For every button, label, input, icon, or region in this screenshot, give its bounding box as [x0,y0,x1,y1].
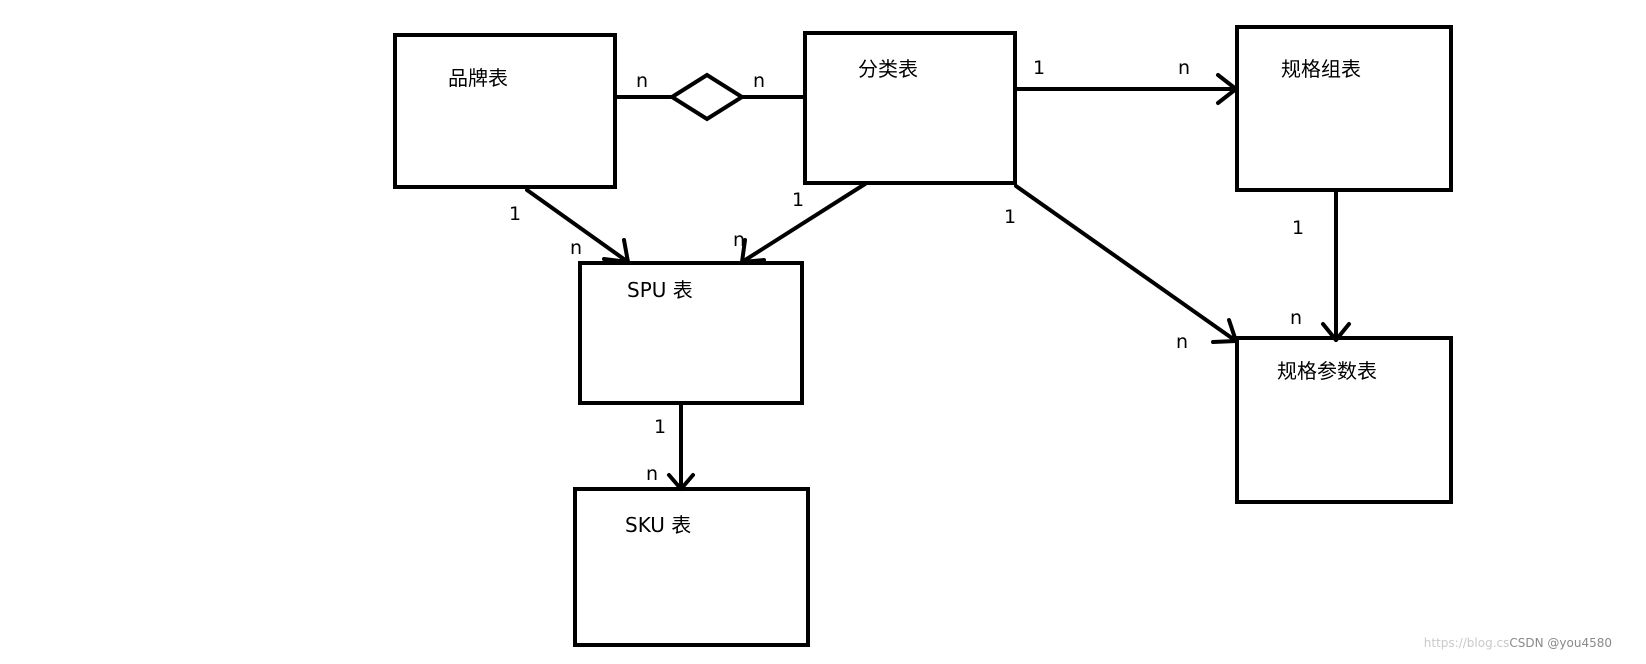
entity-spu: SPU 表 [578,261,804,405]
cardinality-category-spu-target: n [733,229,745,251]
relationship-diamond [668,72,746,122]
entity-brand: 品牌表 [393,33,617,189]
cardinality-category-specgroup-source: 1 [1033,57,1045,79]
relation-category-specparam-line [1014,184,1238,343]
cardinality-brand-category-left: n [636,70,648,92]
entity-spec-param: 规格参数表 [1235,336,1453,504]
entity-brand-box [393,33,617,189]
cardinality-brand-spu-target: n [570,237,582,259]
relation-category-specgroup: 1 n [1015,57,1238,105]
relation-brand-spu-line [525,188,630,264]
relation-category-spu: 1 n [733,182,867,264]
cardinality-brand-spu-source: 1 [509,203,521,225]
entity-spec-group-label: 规格组表 [1281,57,1361,81]
arrowhead-spu-from-brand [602,238,630,264]
watermark: https://blog.csCSDN @you4580 [1424,636,1612,650]
relation-brand-spu: 1 n [509,188,630,264]
entity-spu-label: SPU 表 [627,278,693,302]
cardinality-specgroup-specparam-source: 1 [1292,217,1304,239]
entity-spec-group-box [1235,25,1453,192]
cardinality-specgroup-specparam-target: n [1290,307,1302,329]
entity-spec-param-label: 规格参数表 [1277,359,1377,383]
cardinality-spu-sku-target: n [646,463,658,485]
cardinality-category-spu-source: 1 [792,189,804,211]
watermark-url: https://blog.cs [1423,636,1510,650]
arrowhead-sku [667,473,695,491]
entity-brand-label: 品牌表 [448,66,508,90]
arrowhead-spu-from-category [740,238,766,264]
entity-sku-label: SKU 表 [625,513,691,537]
relation-category-specparam: 1 n [1004,184,1238,353]
watermark-credit: CSDN @you4580 [1509,636,1612,650]
entity-category: 分类表 [803,31,1017,185]
cardinality-category-specparam-target: n [1176,331,1188,353]
relation-spu-sku: 1 n [646,403,695,491]
arrowhead-specparam-from-category [1211,318,1238,344]
entity-sku: SKU 表 [573,487,810,647]
entity-sku-box [573,487,810,647]
relation-category-spu-line [740,182,867,264]
cardinality-spu-sku-source: 1 [654,416,666,438]
arrowhead-specgroup [1216,73,1238,105]
entity-category-box [803,31,1017,185]
arrowhead-specparam-from-specgroup [1321,322,1351,342]
relation-brand-category: n n [615,70,805,122]
relation-specgroup-specparam: 1 n [1290,190,1351,342]
cardinality-category-specgroup-target: n [1178,57,1190,79]
cardinality-brand-category-right: n [753,70,765,92]
cardinality-category-specparam-source: 1 [1004,206,1016,228]
entity-spec-group: 规格组表 [1235,25,1453,192]
entity-spu-box [578,261,804,405]
entity-category-label: 分类表 [858,57,918,81]
entity-spec-param-box [1235,336,1453,504]
